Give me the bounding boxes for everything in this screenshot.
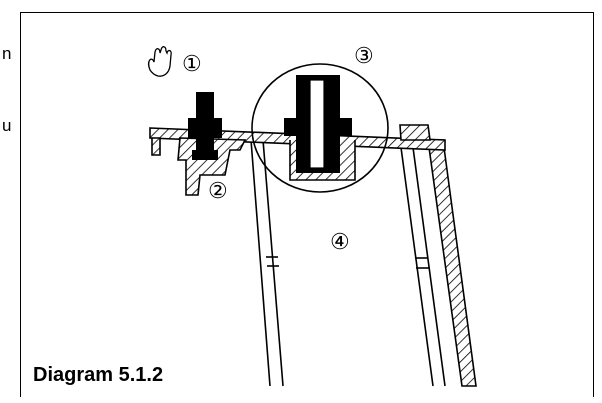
side-text-fragment-2: u xyxy=(2,116,12,135)
bolt-part-1 xyxy=(188,92,222,160)
fitting-part-3 xyxy=(284,75,356,181)
hand-icon xyxy=(148,46,172,77)
callout-4: ④ xyxy=(330,230,350,255)
callout-3: ③ xyxy=(354,44,374,69)
diagram-frame xyxy=(20,12,594,397)
left-wall xyxy=(250,139,284,387)
callout-2: ② xyxy=(208,179,228,204)
detail-circle xyxy=(251,63,389,193)
diagram-caption: Diagram 5.1.2 xyxy=(33,364,164,386)
callout-1: ① xyxy=(182,52,202,77)
right-wall xyxy=(399,139,477,387)
side-text-fragment-1: n xyxy=(2,44,12,63)
